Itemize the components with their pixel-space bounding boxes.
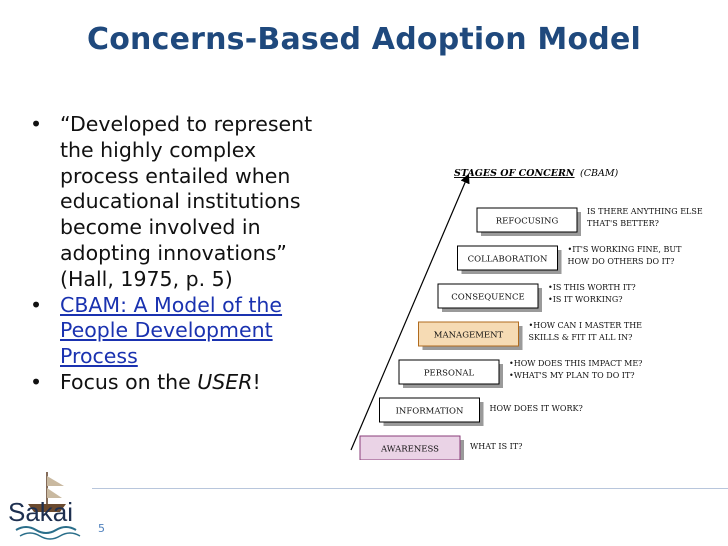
page-number: 5 [98, 522, 105, 535]
stage-label: INFORMATION [396, 407, 464, 417]
quote-line: educational institutions [60, 189, 301, 214]
cbam-stages-diagram: STAGES OF CONCERN (CBAM) REFOCUSING IS TH… [350, 168, 703, 460]
stage-step: COLLABORATION •IT'S WORKING FINE, BUT HOW … [457, 245, 683, 274]
concern-text: HOW DOES IT WORK? [490, 404, 583, 413]
stage-steps: REFOCUSING IS THERE ANYTHING ELSE THAT'S B… [359, 207, 703, 460]
focus-prefix: Focus on the [60, 369, 198, 394]
quote-line: become involved in [60, 215, 261, 240]
concern-text: SKILLS & FIT IT ALL IN? [529, 333, 633, 342]
concern-text: •IS IT WORKING? [548, 295, 623, 304]
cbam-link-line[interactable]: CBAM: A Model of the [60, 292, 283, 317]
bullet-dot-icon: • [30, 292, 43, 317]
stage-box [457, 245, 558, 271]
stage-step: MANAGEMENT •HOW CAN I MASTER THE SKILLS & … [418, 321, 643, 350]
quote-citation: (Hall, 1975, p. 5) [60, 266, 233, 291]
stage-step: REFOCUSING IS THERE ANYTHING ELSE THAT'S B… [476, 207, 703, 236]
concern-text: WHAT IS IT? [470, 442, 522, 451]
stage-label: COLLABORATION [468, 255, 548, 265]
concern-text: •HOW CAN I MASTER THE [529, 321, 643, 330]
concern-text: THAT'S BETTER? [587, 219, 659, 228]
stage-label: PERSONAL [424, 369, 475, 379]
stage-step: PERSONAL •HOW DOES THIS IMPACT ME? •WHAT'S… [398, 359, 642, 388]
bullet-dot-icon: • [30, 369, 43, 394]
stage-step: CONSEQUENCE •IS THIS WORTH IT? •IS IT WORK… [437, 283, 636, 312]
stage-box [379, 397, 480, 423]
focus-line: Focus on the USER! [60, 370, 350, 396]
stage-label: AWARENESS [380, 445, 439, 455]
concern-text: IS THERE ANYTHING ELSE [587, 207, 703, 216]
cbam-link-line[interactable]: People Development [60, 318, 273, 343]
quote-line: the highly complex [60, 137, 257, 162]
diagram-heading: STAGES OF CONCERN [454, 168, 575, 179]
stage-step: AWARENESS WHAT IS IT? [359, 435, 522, 460]
stage-box [398, 359, 500, 385]
concern-text: •WHAT'S MY PLAN TO DO IT? [509, 371, 635, 380]
stage-step: INFORMATION HOW DOES IT WORK? [379, 397, 583, 426]
slide-title: Concerns-Based Adoption Model [87, 22, 641, 57]
stage-box [418, 321, 519, 347]
concern-text: •IS THIS WORTH IT? [548, 283, 636, 292]
bullet-item-quote: • “Developed to represent the highly com… [30, 112, 350, 293]
stage-label: MANAGEMENT [434, 331, 504, 341]
bullet-dot-icon: • [30, 112, 43, 136]
bullet-item-focus: • Focus on the USER! [30, 370, 350, 396]
quote-line: “Developed to represent [60, 112, 313, 136]
stage-label: CONSEQUENCE [451, 293, 524, 303]
concern-text: •IT'S WORKING FINE, BUT [568, 245, 683, 254]
stage-box [437, 283, 539, 309]
cbam-link-line[interactable]: Process [60, 344, 138, 369]
concern-text: HOW DO OTHERS DO IT? [568, 257, 675, 266]
bullet-item-cbam-link[interactable]: • CBAM: A Model of the People Developmen… [30, 293, 350, 370]
bullet-list: • “Developed to represent the highly com… [30, 112, 350, 396]
stage-box [359, 435, 461, 460]
quote-line: adopting innovations” [60, 240, 287, 265]
focus-emphasis: USER [197, 369, 253, 394]
progression-arrow [350, 173, 470, 451]
sakai-logo: Sakai [8, 472, 81, 540]
focus-suffix: ! [252, 369, 261, 394]
svg-text:Sakai: Sakai [8, 497, 73, 527]
stage-label: REFOCUSING [496, 217, 559, 227]
stage-box [476, 207, 578, 233]
footer-divider [92, 488, 728, 489]
diagram-heading-tag: (CBAM) [580, 168, 619, 179]
concern-text: •HOW DOES THIS IMPACT ME? [509, 359, 642, 368]
quote-line: process entailed when [60, 163, 291, 188]
